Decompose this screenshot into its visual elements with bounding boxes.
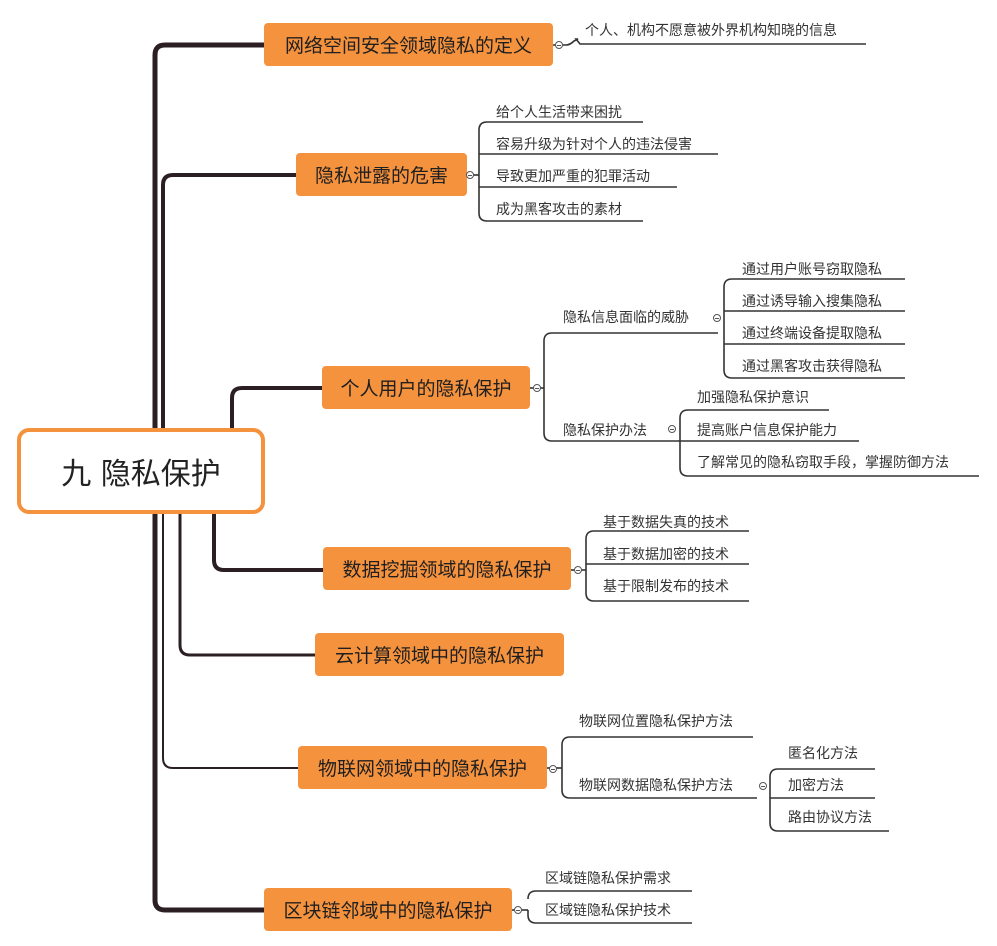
iot-location-label[interactable]: 物联网位置隐私保护方法 xyxy=(579,714,733,730)
personal-methods-label[interactable]: 隐私保护办法 xyxy=(563,423,647,439)
topic-blockchain-privacy[interactable]: 区块链邻域中的隐私保护 xyxy=(264,888,512,931)
datamining-item[interactable]: 基于数据失真的技术 xyxy=(603,515,729,531)
collapse-toggle-icon[interactable] xyxy=(713,314,721,322)
method-item[interactable]: 了解常见的隐私窃取手段，掌握防御方法 xyxy=(697,455,949,471)
iot-data-item[interactable]: 匿名化方法 xyxy=(788,746,858,762)
root-node[interactable]: 九 隐私保护 xyxy=(17,428,265,514)
topic-privacy-leak-harm[interactable]: 隐私泄露的危害 xyxy=(296,153,467,196)
topic-personal-user-privacy[interactable]: 个人用户的隐私保护 xyxy=(322,366,530,409)
topic-data-mining-privacy[interactable]: 数据挖掘领域的隐私保护 xyxy=(323,547,571,590)
collapse-toggle-icon[interactable] xyxy=(555,41,563,49)
harm-item[interactable]: 成为黑客攻击的素材 xyxy=(496,202,622,218)
iot-data-label[interactable]: 物联网数据隐私保护方法 xyxy=(579,778,733,794)
personal-threats-label[interactable]: 隐私信息面临的威胁 xyxy=(563,310,689,326)
harm-item[interactable]: 容易升级为针对个人的违法侵害 xyxy=(496,137,692,153)
collapse-toggle-icon[interactable] xyxy=(466,171,474,179)
blockchain-item[interactable]: 区域链隐私保护需求 xyxy=(545,871,671,887)
collapse-toggle-icon[interactable] xyxy=(668,425,676,433)
definition-item[interactable]: 个人、机构不愿意被外界机构知晓的信息 xyxy=(585,23,837,39)
topic-cloud-computing-privacy[interactable]: 云计算领域中的隐私保护 xyxy=(315,633,564,676)
threat-item[interactable]: 通过诱导输入搜集隐私 xyxy=(742,294,882,310)
blockchain-item[interactable]: 区域链隐私保护技术 xyxy=(545,903,671,919)
datamining-item[interactable]: 基于限制发布的技术 xyxy=(603,579,729,595)
harm-item[interactable]: 导致更加严重的犯罪活动 xyxy=(496,169,650,185)
topic-iot-privacy[interactable]: 物联网领域中的隐私保护 xyxy=(298,746,547,789)
threat-item[interactable]: 通过用户账号窃取隐私 xyxy=(742,262,882,278)
iot-data-item[interactable]: 加密方法 xyxy=(788,778,844,794)
collapse-toggle-icon[interactable] xyxy=(514,906,522,914)
threat-item[interactable]: 通过黑客攻击获得隐私 xyxy=(742,359,882,375)
topic-privacy-definition[interactable]: 网络空间安全领域隐私的定义 xyxy=(264,23,553,66)
harm-item[interactable]: 给个人生活带来困扰 xyxy=(496,105,622,121)
iot-data-item[interactable]: 路由协议方法 xyxy=(788,810,872,826)
method-item[interactable]: 加强隐私保护意识 xyxy=(697,390,809,406)
collapse-toggle-icon[interactable] xyxy=(533,384,541,392)
method-item[interactable]: 提高账户信息保护能力 xyxy=(697,423,837,439)
threat-item[interactable]: 通过终端设备提取隐私 xyxy=(742,326,882,342)
collapse-toggle-icon[interactable] xyxy=(759,782,767,790)
collapse-toggle-icon[interactable] xyxy=(574,566,582,574)
datamining-item[interactable]: 基于数据加密的技术 xyxy=(603,547,729,563)
collapse-toggle-icon[interactable] xyxy=(549,765,557,773)
